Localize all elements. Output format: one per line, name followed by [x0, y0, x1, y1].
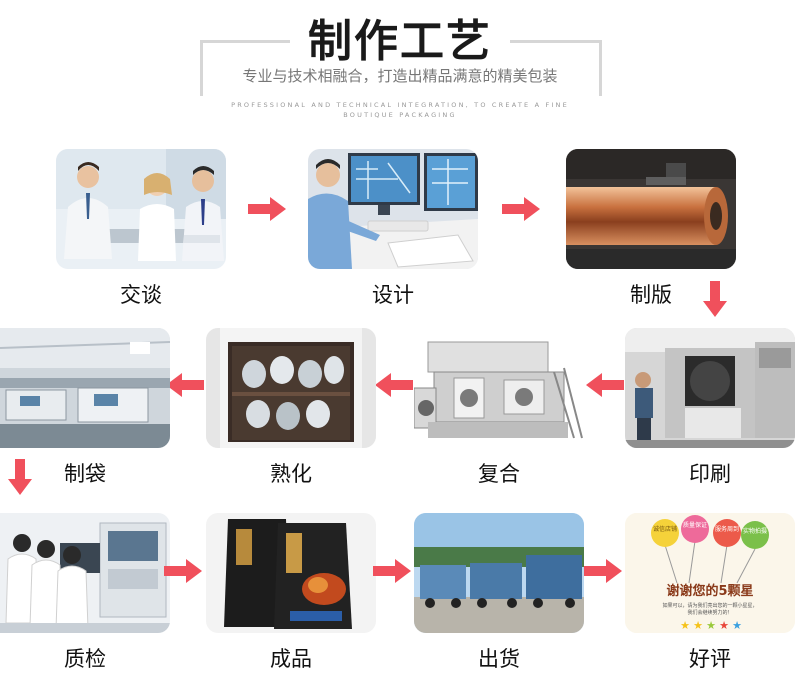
step-lamination-photo — [414, 328, 584, 448]
balloon-text: 服务周到 — [715, 525, 739, 533]
step-plate-making-label: 制版 — [630, 283, 672, 307]
step-printing-label: 印刷 — [689, 462, 731, 486]
step-shipping-photo — [414, 513, 584, 633]
step-talk-label: 交谈 — [120, 283, 162, 307]
step-good-review-label: 好评 — [689, 647, 731, 671]
star-icon: ★ — [732, 619, 742, 632]
review-note-line1: 如果可以，请为我们亮出您的一颗小星星， — [662, 602, 757, 609]
step-quality-inspection-photo — [0, 513, 170, 633]
star-icon: ★ — [693, 619, 703, 632]
step-finished-product-label: 成品 — [270, 647, 312, 671]
thanks-text: 谢谢您的5颗星 — [666, 583, 753, 599]
review-note-line2: 我们会继续努力的！ — [687, 609, 732, 616]
arrow-left-icon — [586, 373, 624, 397]
balloon-text: 诚信店铺 — [653, 525, 677, 533]
balloon-text: 实物拍摄 — [743, 527, 767, 535]
step-shipping-label: 出货 — [478, 647, 520, 671]
english-tagline: PROFESSIONAL AND TECHNICAL INTEGRATION, … — [230, 100, 570, 120]
balloon-icon — [681, 515, 709, 543]
header-title-mask — [290, 14, 510, 74]
step-finished-product-photo — [206, 513, 376, 633]
balloon-icon — [713, 519, 741, 547]
step-bag-making-label: 制袋 — [64, 462, 106, 486]
page-title: 制作工艺 — [308, 16, 492, 67]
star-icon: ★ — [680, 619, 690, 632]
star-icon: ★ — [706, 619, 716, 632]
step-lamination-label: 复合 — [478, 462, 520, 486]
english-tagline-line1: PROFESSIONAL AND TECHNICAL INTEGRATION, … — [231, 101, 569, 109]
arrow-right-icon — [502, 197, 540, 221]
balloon-text: 质量保证 — [683, 521, 707, 529]
arrow-left-icon — [166, 373, 204, 397]
step-curing-label: 熟化 — [270, 462, 312, 486]
balloon-icon — [651, 519, 679, 547]
star-icon: ★ — [719, 619, 729, 632]
step-good-review-card: 诚信店铺 质量保证 服务周到 实物拍摄 谢谢您的5颗星 如果可以，请为我们亮出您… — [625, 513, 795, 633]
english-tagline-line2: BOUTIQUE PACKAGING — [343, 111, 457, 119]
balloon-icon — [741, 521, 769, 549]
arrow-right-icon — [248, 197, 286, 221]
arrow-right-icon — [373, 559, 411, 583]
step-plate-making-photo — [566, 149, 736, 269]
arrow-down-icon — [8, 459, 32, 495]
arrow-right-icon — [164, 559, 202, 583]
step-quality-inspection-label: 质检 — [64, 647, 106, 671]
step-talk-photo — [56, 149, 226, 269]
star-rating: ★ ★ ★ ★ ★ — [680, 619, 742, 632]
step-bag-making-photo — [0, 328, 170, 448]
step-printing-photo — [625, 328, 795, 448]
page-subtitle: 专业与技术相融合，打造出精品满意的精美包装 — [242, 67, 558, 85]
step-design-label: 设计 — [372, 283, 414, 307]
step-design-photo — [308, 149, 478, 269]
arrow-down-icon — [703, 281, 727, 317]
arrow-left-icon — [375, 373, 413, 397]
arrow-right-icon — [584, 559, 622, 583]
step-curing-photo — [206, 328, 376, 448]
